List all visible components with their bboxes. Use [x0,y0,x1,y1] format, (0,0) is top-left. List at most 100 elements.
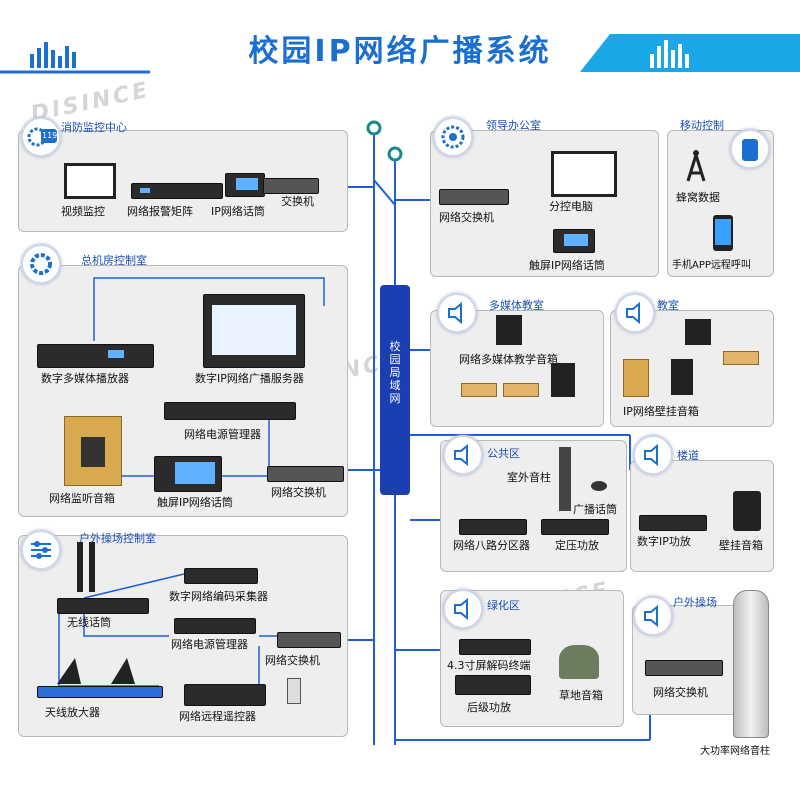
microphone-icon [591,481,607,491]
encoder-device [184,568,258,584]
power-amp-device [455,675,531,695]
label-antenna: 天线放大器 [45,706,100,719]
label-switch: 交换机 [281,195,314,208]
panel-mobile: 移动控制 蜂窝数据 手机APP远程呼叫 [667,119,774,277]
campus-lan-bar: 校园局域网 [380,285,410,495]
desk-icon [503,383,539,397]
media-player-device [37,344,154,368]
outdoor-column-icon [559,447,571,511]
microphone-icon [77,542,83,592]
gear-icon [21,244,61,284]
label-office-mic: 触屏IP网络话筒 [529,259,605,272]
title-banner [0,34,800,74]
speaker-icon [615,293,655,333]
label-monitor: 网络监听音箱 [49,492,115,505]
corridor-speaker-icon [733,491,761,531]
outdoor-internal-lines [58,573,279,687]
speaker-icon [443,589,483,629]
label-video: 视频监控 [61,205,105,218]
label-server: 数字IP网络广播服务器 [195,372,304,385]
label-pc: 分控电脑 [549,200,593,213]
label-lawn: 草地音箱 [559,689,603,702]
broadcast-server-device [203,294,305,368]
teaching-speaker-device [496,315,522,345]
label-encoder: 数字网络编码采集器 [169,590,268,603]
desk-icon [723,351,759,365]
fire-badge: 119 [42,131,58,140]
office-dial-icon [433,117,473,157]
board-icon [685,319,711,345]
constant-amp-device [541,519,609,535]
panel-title-outdoor-ctrl: 户外操场控制室 [79,532,156,545]
label-office-switch: 网络交换机 [439,211,494,224]
office-switch-device [439,189,509,205]
panel-title-fire: 消防监控中心 [61,121,127,134]
speaker-icon [633,596,673,636]
screen-stand-icon [551,363,575,397]
speaker-icon [443,435,483,475]
remote-controller-device [184,684,266,706]
label-main-switch: 网络交换机 [271,486,326,499]
label-public-amp: 定压功放 [555,539,599,552]
label-playground-switch: 网络交换机 [653,686,708,699]
panel-title-playground: 户外操场 [673,596,717,609]
ip-mic-device [225,173,265,197]
panel-title-corridor: 楼道 [677,449,699,462]
panel-title-office: 领导办公室 [486,119,541,132]
panel-corridor: 楼道 数字IP功放 壁挂音箱 [630,435,774,572]
wall-speaker-icon [671,359,693,395]
label-classroom-speaker: IP网络壁挂音箱 [623,405,699,418]
outdoor-switch-device [277,632,341,648]
label-corridor-amp: 数字IP功放 [637,535,691,548]
desk-icon [461,383,497,397]
panel-classroom: 教室 IP网络壁挂音箱 [610,293,774,427]
label-outdoor-power: 网络电源管理器 [171,638,248,651]
microphone-icon [89,542,95,592]
switch-device [263,178,319,194]
main-switch-device [267,466,344,482]
panel-fire-center: 119 消防监控中心 视频监控 网络报警矩阵 IP网络话筒 交换机 [18,117,348,232]
panel-title-main: 总机房控制室 [81,254,147,267]
panel-title-green: 绿化区 [487,599,520,612]
label-public-mic: 广播话筒 [573,503,617,516]
panel-media-room: 多媒体教室 网络多媒体教学音箱 [430,293,604,427]
mixer-sliders-icon [21,530,61,570]
panel-public: 公共区 室外音柱 广播话筒 网络八路分区器 定压功放 [440,435,627,572]
panel-title-classroom: 教室 [657,299,679,312]
label-outdoor: 室外音柱 [507,471,551,484]
lan-label: 校园局域网 [389,340,401,405]
zone-controller-device [459,519,527,535]
label-corridor-speaker: 壁挂音箱 [719,539,763,552]
alarm-matrix-device [131,183,223,199]
speaker-icon [633,435,673,475]
page-title: 校园IP网络广播系统 [248,34,552,69]
playground-switch-device [645,660,723,676]
pc-monitor-device [551,151,617,197]
wireless-receiver-device [57,598,149,614]
panel-title-mobile: 移动控制 [680,119,724,132]
wall-speaker-icon [623,359,649,397]
panel-title-media: 多媒体教室 [489,299,544,312]
speaker-icon [437,293,477,333]
ip-amp-device [639,515,707,531]
antenna-amp-device [37,686,163,698]
label-main-mic: 触屏IP网络话筒 [157,496,233,509]
column-speaker-icon [733,590,769,738]
label-zone: 网络八路分区器 [453,539,530,552]
label-wireless: 无线话筒 [67,616,111,629]
monitor-speaker-device [64,416,122,486]
office-mic-device [553,229,595,253]
label-outdoor-switch: 网络交换机 [265,654,320,667]
phone-icon [713,215,733,251]
panel-title-public: 公共区 [487,447,520,460]
decoder-device [459,639,531,655]
label-green-amp: 后级功放 [467,701,511,714]
cell-tower-icon [686,150,706,182]
antenna-icon [57,658,135,684]
power-manager-device [164,402,296,420]
label-power: 网络电源管理器 [184,428,261,441]
panel-outdoor-control: 户外操场控制室 无线话筒 数字网络编码采集器 网络电源管理器 网络交换机 天线放… [18,530,348,737]
label-media-speaker: 网络多媒体教学音箱 [459,353,558,366]
panel-office: 领导办公室 网络交换机 分控电脑 触屏IP网络话筒 [430,117,659,277]
lawn-speaker-icon [559,645,599,679]
